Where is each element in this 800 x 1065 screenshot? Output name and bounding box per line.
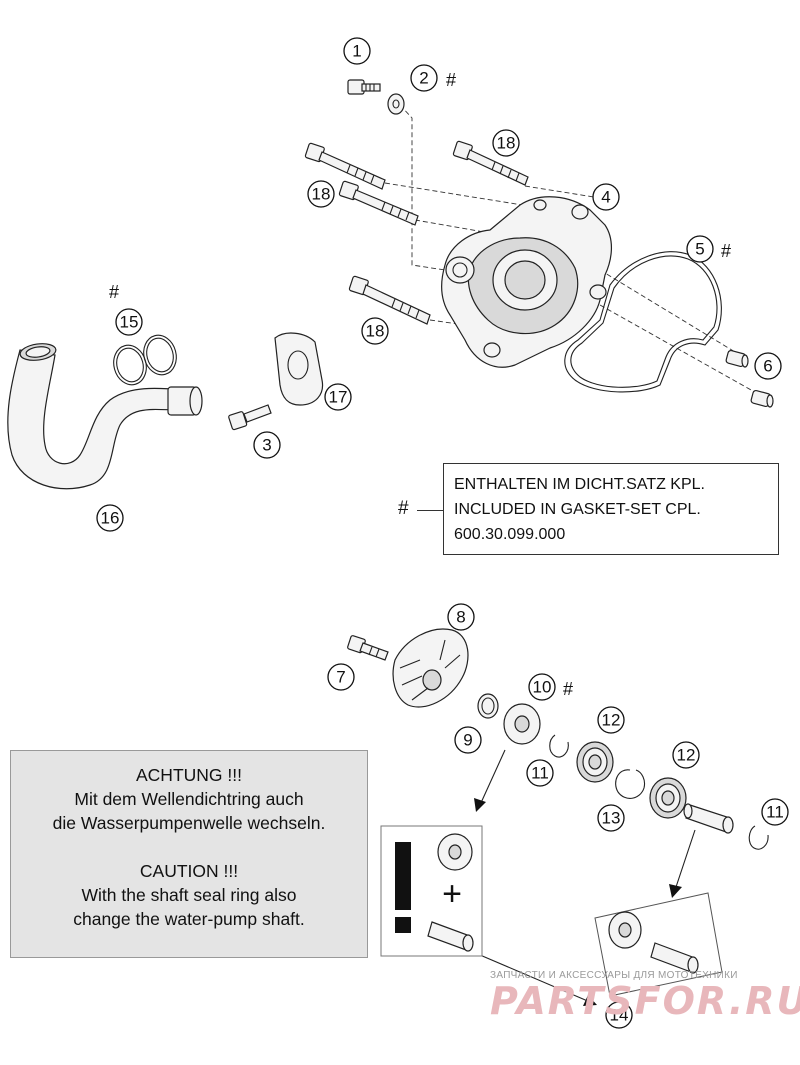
svg-text:11: 11 <box>531 764 549 783</box>
callout-15: 15 <box>115 308 143 336</box>
legend-hash-mark: # <box>398 498 409 519</box>
part-8-impeller <box>392 628 469 708</box>
part-9-ring <box>477 693 499 719</box>
callout-18-lower: 18 <box>361 317 389 345</box>
callout-12-right: 12 <box>672 741 700 769</box>
callout-3: 3 <box>253 431 281 459</box>
callout-16: 16 <box>96 504 124 532</box>
part-15-o-rings <box>113 334 177 386</box>
hash-mark-10: # <box>563 679 573 699</box>
part-2-washer <box>387 93 405 115</box>
callout-4: 4 <box>592 183 620 211</box>
watermark-logo: PARTSFOR.RU <box>490 979 800 1023</box>
part-18-bolt-long-upper <box>304 142 386 190</box>
svg-text:1: 1 <box>352 42 361 61</box>
svg-text:18: 18 <box>312 185 331 204</box>
svg-text:2: 2 <box>419 69 428 88</box>
callout-5: 5 <box>686 235 714 263</box>
svg-text:16: 16 <box>101 509 120 528</box>
callout-1: 1 <box>343 37 371 65</box>
svg-text:10: 10 <box>533 678 552 697</box>
callout-10: 10 <box>528 673 556 701</box>
warning-text-de-1: Mit dem Wellendichtring auch <box>74 789 304 809</box>
svg-text:9: 9 <box>463 731 472 750</box>
warning-text-de-2: die Wasserpumpenwelle wechseln. <box>52 813 326 833</box>
part-6-dowel-pins <box>725 349 774 408</box>
svg-text:7: 7 <box>336 668 345 687</box>
part-3-bolt <box>228 404 272 431</box>
svg-text:3: 3 <box>262 436 271 455</box>
part-5-gasket <box>564 251 722 393</box>
callout-18-top: 18 <box>492 129 520 157</box>
part-13-retaining-ring <box>615 769 646 799</box>
legend-line-de: ENTHALTEN IM DICHT.SATZ KPL. <box>454 476 705 493</box>
svg-text:12: 12 <box>602 711 621 730</box>
part-14-kit-box <box>594 892 723 997</box>
part-11-circlip-left <box>549 734 569 758</box>
callout-14: 14 <box>605 1001 633 1029</box>
warning-text-en-2: change the water-pump shaft. <box>73 909 305 929</box>
svg-text:5: 5 <box>695 240 704 259</box>
part-1-bolt <box>347 79 381 95</box>
legend-line-en: INCLUDED IN GASKET-SET CPL. <box>454 501 701 518</box>
warning-box: ACHTUNG !!! Mit dem Wellendichtring auch… <box>10 750 368 958</box>
part-18-bolt-lower <box>348 275 431 325</box>
watermark: ЗАПЧАСТИ И АКСЕССУАРЫ ДЛЯ МОТОТЕХНИКИ PA… <box>490 970 800 1023</box>
svg-text:18: 18 <box>366 322 385 341</box>
hash-mark-2: # <box>446 70 456 90</box>
part-16-water-pipe <box>7 343 203 490</box>
hash-mark-5: # <box>721 241 731 261</box>
svg-text:18: 18 <box>497 134 516 153</box>
warning-text-en-1: With the shaft seal ring also <box>81 885 297 905</box>
callout-17: 17 <box>324 383 352 411</box>
svg-text:4: 4 <box>601 188 610 207</box>
callout-6: 6 <box>754 352 782 380</box>
callout-12-left: 12 <box>597 706 625 734</box>
part-7-bolt <box>347 635 389 661</box>
water-pump-shaft <box>683 803 734 834</box>
svg-text:12: 12 <box>677 746 696 765</box>
callout-7: 7 <box>327 663 355 691</box>
plus-sign: + <box>442 875 462 913</box>
gasket-set-legend: ENTHALTEN IM DICHT.SATZ KPL. INCLUDED IN… <box>443 463 779 555</box>
svg-text:6: 6 <box>763 357 772 376</box>
svg-text:11: 11 <box>766 803 784 822</box>
warning-title-de: ACHTUNG !!! <box>136 765 242 785</box>
legend-leader-line <box>417 510 443 511</box>
part-11-circlip-right <box>748 825 769 850</box>
part-18-bolt-top-right <box>452 140 529 186</box>
callout-11-right: 11 <box>761 798 789 826</box>
callout-8: 8 <box>447 603 475 631</box>
arrows <box>474 749 696 1006</box>
part-12-bearing-left <box>576 741 614 783</box>
callout-18-left: 18 <box>307 180 335 208</box>
legend-part-number: 600.30.099.000 <box>454 526 566 543</box>
part-4-water-pump-cover <box>441 196 612 368</box>
watermark-tagline: ЗАПЧАСТИ И АКСЕССУАРЫ ДЛЯ МОТОТЕХНИКИ <box>490 970 738 981</box>
callout-9: 9 <box>454 726 482 754</box>
svg-text:13: 13 <box>602 809 621 828</box>
svg-text:17: 17 <box>329 388 348 407</box>
svg-text:14: 14 <box>610 1006 629 1025</box>
part-12-bearing-right <box>649 777 687 819</box>
part-17-flange-gasket <box>274 332 324 406</box>
hash-mark-15: # <box>109 282 119 302</box>
callout-11-left: 11 <box>526 759 554 787</box>
callout-2: 2 <box>410 64 438 92</box>
part-18-bolt-long-middle <box>338 180 419 226</box>
notice-box: + <box>380 825 483 957</box>
svg-text:8: 8 <box>456 608 465 627</box>
svg-text:15: 15 <box>120 313 139 332</box>
warning-title-en: CAUTION !!! <box>139 861 239 881</box>
part-10-shaft-seal-ring <box>503 703 541 745</box>
callout-13: 13 <box>597 804 625 832</box>
